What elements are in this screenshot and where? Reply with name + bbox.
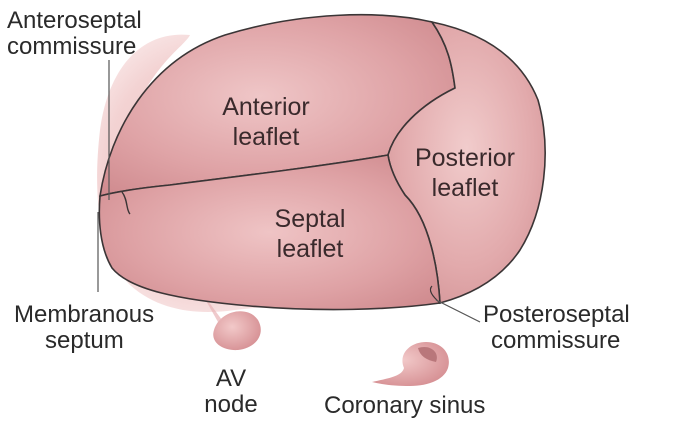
posteroseptal-commissure-label: Posteroseptal commissure — [483, 302, 630, 354]
septal-leaflet-label: Septal leaflet — [255, 204, 365, 264]
av-node-shape — [213, 311, 261, 350]
anteroseptal-commissure-label: Anteroseptal commissure — [7, 8, 142, 60]
coronary-sinus-label: Coronary sinus — [324, 393, 485, 419]
av-node-label: AV node — [196, 366, 266, 418]
posterior-leaflet-label: Posterior leaflet — [395, 143, 535, 203]
coronary-sinus-shape — [372, 342, 449, 386]
membranous-septum-label: Membranous septum — [14, 302, 154, 354]
posteroseptal-leader — [436, 300, 480, 322]
anterior-leaflet-label: Anterior leaflet — [206, 92, 326, 152]
